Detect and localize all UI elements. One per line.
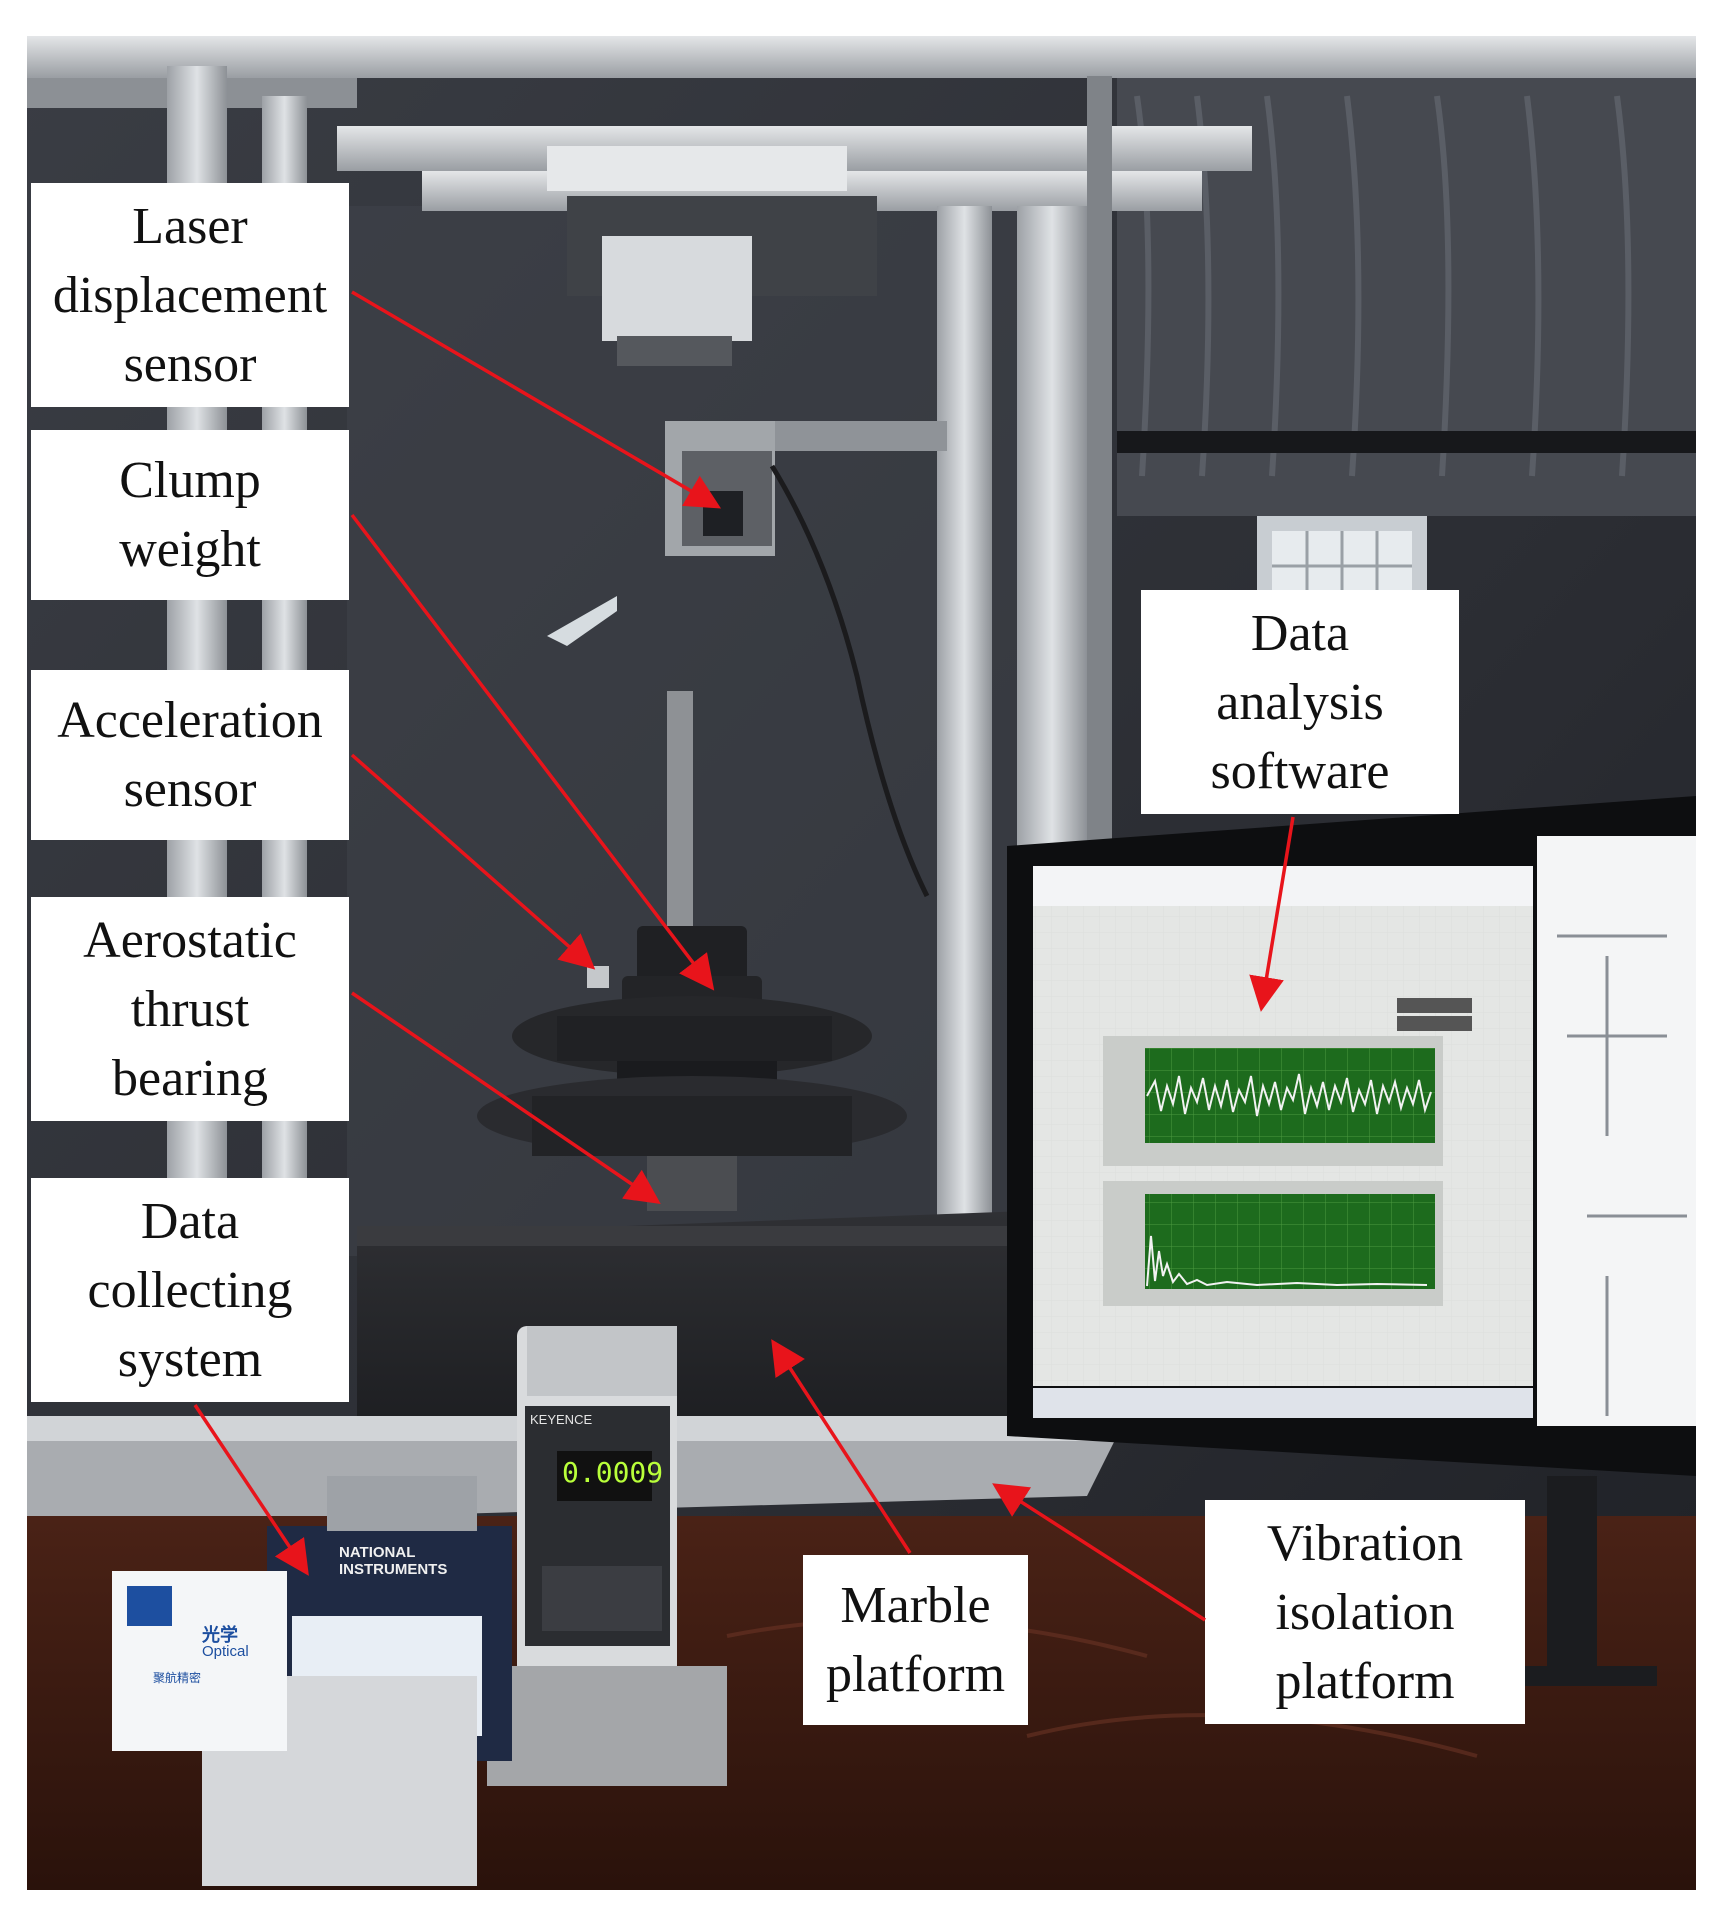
daq-box bbox=[202, 1476, 512, 1886]
label-marble-platform: Marble platform bbox=[803, 1555, 1028, 1725]
label-line: thrust bbox=[130, 980, 250, 1038]
readout-brand: KEYENCE bbox=[530, 1412, 593, 1427]
label-aerostatic-thrust-bearing: Aerostatic thrust bearing bbox=[31, 897, 349, 1121]
daq-brand-line-2: INSTRUMENTS bbox=[339, 1561, 448, 1578]
label-line: Laser bbox=[132, 197, 248, 255]
label-line: platform bbox=[825, 1646, 1006, 1703]
label-acceleration-sensor: Acceleration sensor bbox=[31, 670, 349, 840]
readout-value: 0.0009 bbox=[562, 1456, 664, 1489]
label-line: Acceleration bbox=[57, 692, 323, 749]
label-line: analysis bbox=[1216, 673, 1384, 731]
label-line: Data bbox=[1250, 604, 1350, 662]
label-line: Clump bbox=[119, 452, 261, 509]
pneumatic-cylinder bbox=[567, 196, 877, 366]
label-line: software bbox=[1210, 742, 1390, 800]
daq-brand-line-1: NATIONAL bbox=[339, 1544, 416, 1561]
label-line: weight bbox=[119, 521, 261, 578]
label-line: isolation bbox=[1275, 1583, 1455, 1641]
label-laser-displacement-sensor: Laser displacement sensor bbox=[31, 183, 349, 407]
sign-logo: 光学 bbox=[202, 1625, 238, 1646]
label-data-analysis-software: Data analysis software bbox=[1141, 590, 1459, 814]
label-line: sensor bbox=[123, 761, 257, 818]
label-line: displacement bbox=[52, 266, 328, 324]
laser-controller bbox=[487, 1326, 727, 1786]
label-vibration-isolation-platform: Vibration isolation platform bbox=[1205, 1500, 1525, 1724]
sign-company: 聚航精密 bbox=[153, 1671, 202, 1685]
label-data-collecting-system: Data collecting system bbox=[31, 1178, 349, 1402]
daq-brand: NATIONAL INSTRUMENTS bbox=[339, 1544, 447, 1578]
label-line: Data bbox=[140, 1192, 240, 1250]
label-line: collecting bbox=[87, 1261, 293, 1319]
label-line: Vibration bbox=[1266, 1514, 1464, 1572]
company-sign bbox=[112, 1571, 287, 1751]
label-line: bearing bbox=[112, 1049, 268, 1107]
sign-logo-sub: Optical bbox=[202, 1643, 249, 1660]
label-line: Aerostatic bbox=[83, 911, 297, 969]
label-line: platform bbox=[1275, 1652, 1455, 1710]
label-line: system bbox=[117, 1330, 263, 1388]
label-line: sensor bbox=[123, 335, 257, 393]
monitor bbox=[1007, 796, 1696, 1476]
label-clump-weight: Clump weight bbox=[31, 430, 349, 600]
label-line: Marble bbox=[840, 1577, 991, 1634]
